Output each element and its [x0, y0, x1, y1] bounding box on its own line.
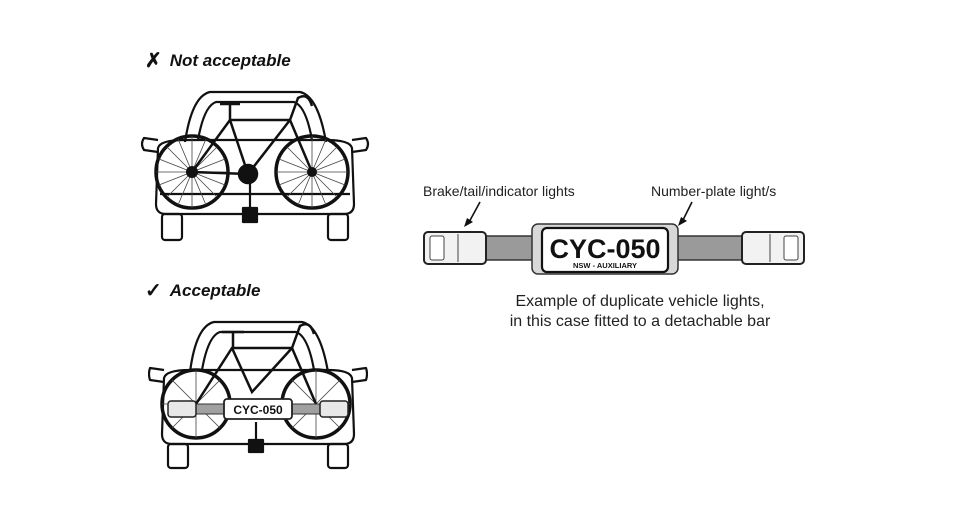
not-acceptable-label: Not acceptable	[169, 50, 291, 70]
brake-lights-callout: Brake/tail/indicator lights	[423, 183, 575, 199]
plate-subtext: NSW - AUXILIARY	[573, 261, 637, 270]
caption-line-2: in this case fitted to a detachable bar	[509, 313, 771, 330]
check-icon: ✓	[145, 280, 162, 302]
small-plate-number: CYC-050	[233, 403, 283, 417]
cross-icon: ✗	[145, 50, 162, 72]
car-not-acceptable-illustration	[140, 90, 370, 242]
acceptable-label: Acceptable	[169, 280, 261, 300]
car-roof	[183, 90, 328, 143]
plate-light-callout: Number-plate light/s	[651, 183, 777, 199]
left-light-unit	[423, 231, 487, 265]
arrow-icon	[678, 201, 693, 226]
number-plate	[540, 226, 670, 274]
right-light-unit	[741, 231, 805, 265]
plate-number: CYC-050	[549, 234, 660, 264]
not-acceptable-heading: ✗ Not acceptable	[145, 48, 291, 73]
arrow-icon	[464, 201, 481, 227]
acceptable-heading: ✓ Acceptable	[145, 278, 260, 303]
caption-line-1: Example of duplicate vehicle lights,	[515, 293, 765, 310]
car-acceptable-illustration: CYC-050	[148, 320, 368, 470]
light-bar-illustration: CYC-050 NSW - AUXILIARY	[423, 223, 805, 275]
